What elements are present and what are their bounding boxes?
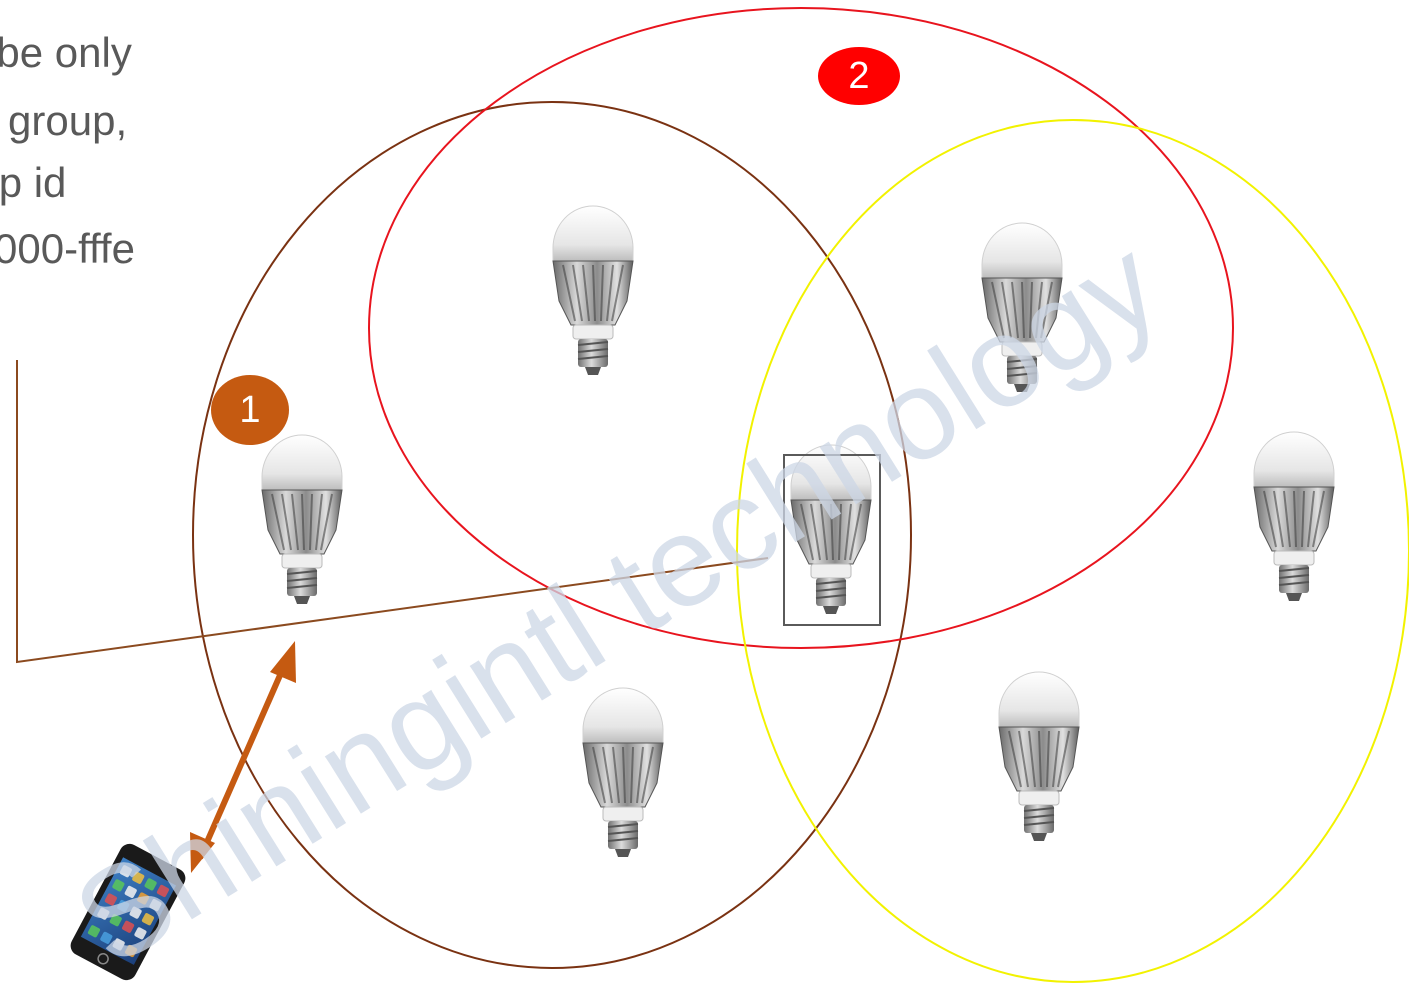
caption-line-4: in8000-fffe (0, 225, 135, 272)
light-bulb-icon[interactable] (998, 671, 1080, 842)
smartphone-icon[interactable] (67, 840, 189, 983)
caption-line-3: roup id (0, 159, 67, 206)
group-2-ring (368, 7, 1234, 649)
light-bulb-icon[interactable] (1253, 431, 1335, 602)
group-2-badge: 2 (818, 47, 900, 105)
caption-line-2: o 8 group, (0, 97, 128, 144)
group-1-ring (192, 101, 912, 969)
group-1-badge: 1 (211, 375, 289, 445)
caption-line-1: an be only (0, 29, 132, 76)
double-arrow-icon (190, 641, 296, 873)
callout-line (16, 360, 769, 664)
light-bulb-icon[interactable] (552, 205, 634, 376)
group-3-ring (736, 119, 1409, 983)
light-bulb-icon[interactable] (261, 434, 343, 605)
light-bulb-icon[interactable] (582, 687, 664, 858)
selected-bulb-frame (783, 454, 881, 626)
